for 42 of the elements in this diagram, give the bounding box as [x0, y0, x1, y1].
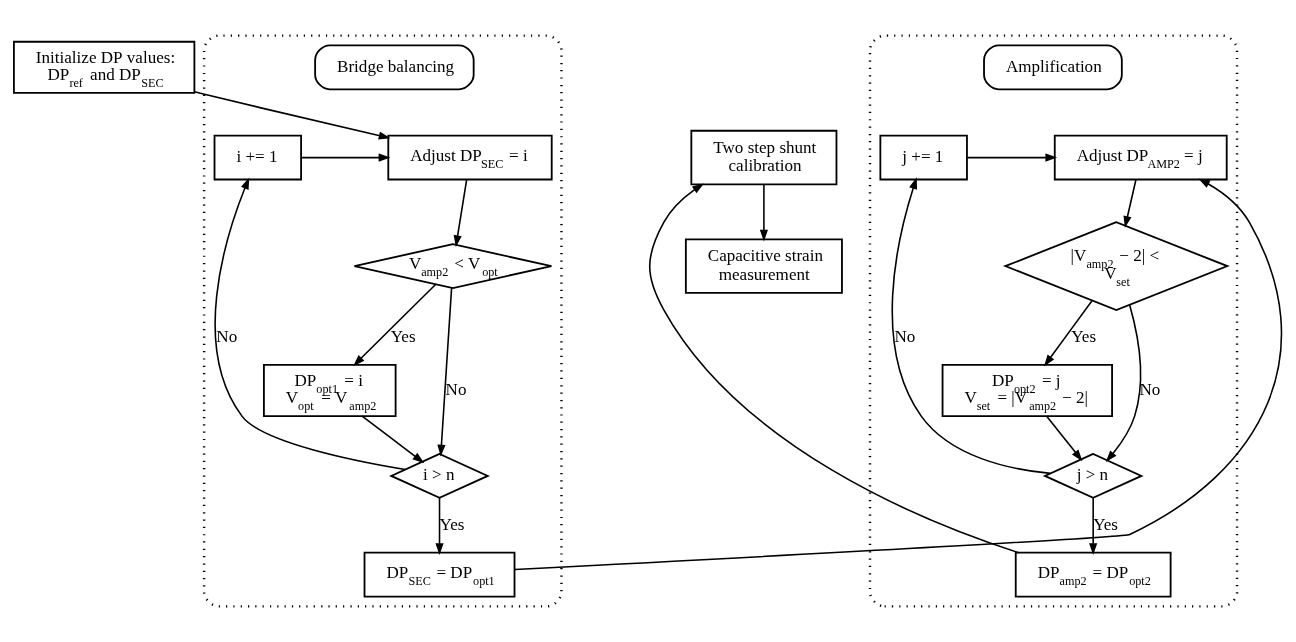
node-box: DP$_{opt2}$ = j V$_{set}$ = |V$_{amp2}$ − 2|: [941, 364, 1113, 418]
arrow: [1089, 497, 1098, 555]
node-box: Capacitive strain measurement: [684, 238, 843, 294]
edge-label: No: [1139, 380, 1161, 400]
arrow: [435, 497, 444, 555]
node-box: j += 1: [879, 134, 968, 181]
node-box: Amplification: [983, 44, 1123, 91]
arrow: [966, 153, 1058, 162]
arrow: [437, 287, 453, 457]
edge-label: No: [445, 380, 467, 400]
arrow: [1123, 178, 1137, 228]
arrow: [759, 183, 768, 242]
node-box: Two step shunt calibration: [690, 129, 838, 186]
edge-label: No: [216, 326, 238, 346]
arrow: [891, 177, 1052, 475]
edge-label: Yes: [1071, 326, 1097, 346]
node-box: DP$_{amp2}$ = DP$_{opt2}$: [1014, 551, 1172, 598]
arrow: [361, 415, 425, 464]
arrow: [1044, 299, 1093, 367]
cluster: [202, 34, 563, 608]
arrow: [514, 178, 1282, 571]
edge-label: Yes: [439, 514, 465, 534]
arrow: [1045, 415, 1083, 462]
node-box: Bridge balancing: [314, 44, 475, 91]
node-box: Adjust DP$_{SEC}$ = i: [387, 134, 553, 181]
node-box: Initialize DP values: DP$_{ref}$ and DP$_{SEC}$: [13, 40, 196, 94]
edge-label: No: [894, 326, 916, 346]
arrow: [214, 177, 407, 471]
edge-label: Yes: [390, 326, 416, 346]
arrow: [193, 91, 391, 140]
node-box: DP$_{opt1}$ = i V$_{opt}$ = V$_{amp2}$: [263, 364, 397, 418]
arrow: [1105, 304, 1142, 463]
node-diamond: |V$_{amp2}$ − 2| < V$_{set}$: [1002, 221, 1230, 311]
arrow: [453, 178, 468, 248]
arrow: [648, 183, 1020, 554]
cluster: [868, 34, 1239, 608]
node-box: DP$_{SEC}$ = DP$_{opt1}$: [363, 551, 516, 598]
arrow: [353, 283, 437, 367]
node-box: Adjust DP$_{AMP2}$ = j: [1053, 134, 1228, 181]
node-box: i += 1: [213, 134, 302, 181]
node-diamond: V$_{amp2}$ < V$_{opt}$: [353, 243, 553, 289]
arrow: [300, 153, 391, 162]
